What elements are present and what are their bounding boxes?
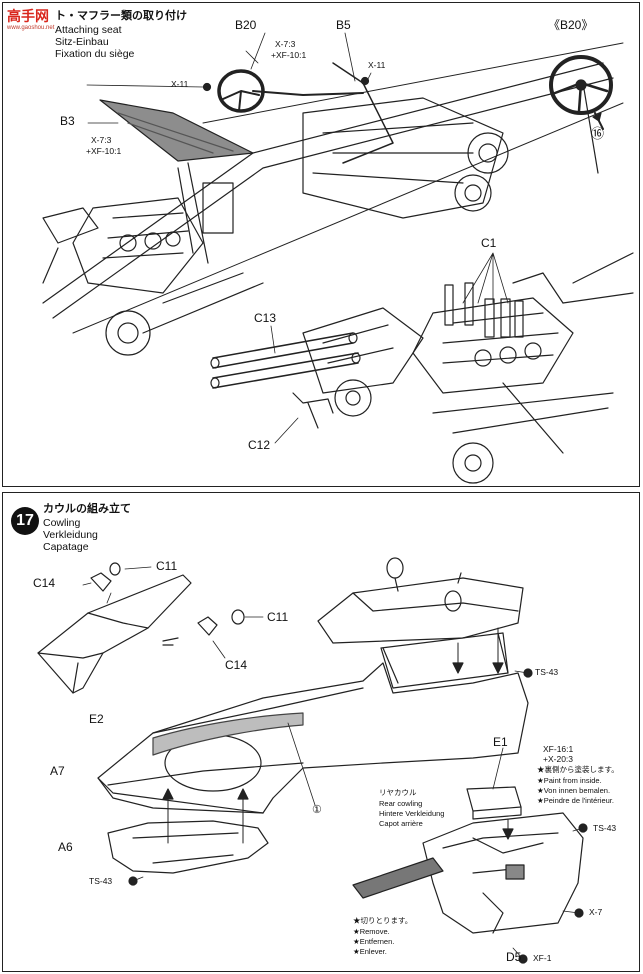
paint-label-ts43-c: TS-43 — [89, 876, 113, 886]
paint-mix-x7-b: X-7:3 — [91, 135, 112, 145]
paint-note-de: ★Von innen bemalen. — [537, 786, 611, 795]
part-label-c1: C1 — [481, 236, 497, 250]
step-17-illustration — [37, 557, 588, 964]
remove-note-fr: ★Enlever. — [353, 947, 387, 956]
step-16-panel: 高手网 www.gaoshou.net ト・マフラー類の取り付け Attachi… — [2, 2, 640, 487]
paint-mix-xf10-b: +XF-10:1 — [86, 146, 122, 156]
remove-note-de: ★Entfernen. — [353, 937, 395, 946]
rear-cowling-fr: Capot arrière — [379, 819, 423, 828]
remove-note-en: ★Remove. — [353, 927, 390, 936]
part-label-d5: D5 — [506, 950, 522, 964]
step-17-title-jp: カウルの組み立て — [43, 503, 131, 515]
screw-label-x11-b: X-11 — [368, 60, 386, 70]
step-17-title-en: Cowling — [43, 517, 81, 529]
part-label-e1: E1 — [493, 735, 508, 749]
watermark-logo: 高手网 — [7, 8, 49, 24]
watermark-url: www.gaoshou.net — [7, 25, 55, 31]
step-17-number-badge: 17 — [11, 507, 39, 535]
step-17-title-de: Verkleidung — [43, 529, 98, 541]
paint-mix-xf16: XF-16:1 — [543, 744, 574, 754]
step-ref-16: ⑯ — [591, 126, 605, 141]
detail-ref-b20: 《B20》 — [548, 18, 594, 32]
part-label-c14-a: C14 — [33, 576, 56, 590]
part-label-c13: C13 — [254, 311, 277, 325]
paint-label-x7: X-7 — [589, 907, 603, 917]
remove-note-jp: ★切りとります。 — [353, 916, 413, 925]
paint-mix-xf10-a: +XF-10:1 — [271, 50, 307, 60]
paint-label-ts43-a: TS-43 — [535, 667, 559, 677]
step-17-panel: 17 カウルの組み立て Cowling Verkleidung Capatage… — [2, 492, 640, 972]
paint-mix-x20: +X-20:3 — [543, 754, 574, 764]
rear-cowling-en: Rear cowling — [379, 799, 423, 808]
step-16-title-fr: Fixation du siège — [55, 48, 135, 60]
paint-mix-x7-a: X-7:3 — [275, 39, 296, 49]
part-label-c11-b: C11 — [267, 610, 289, 624]
step-16-illustration — [42, 32, 634, 484]
paint-note-fr: ★Peindre de l'intérieur. — [537, 796, 614, 805]
rear-cowling-de: Hintere Verkleidung — [379, 809, 445, 818]
part-label-c12: C12 — [248, 438, 271, 452]
paint-note-en: ★Paint from inside. — [537, 776, 602, 785]
part-label-e2: E2 — [89, 712, 104, 726]
step-17-title-fr: Capatage — [43, 541, 89, 553]
step-16-title-en: Attaching seat — [55, 24, 122, 36]
step-16-title-de: Sitz-Einbau — [55, 36, 109, 48]
part-label-c14-b: C14 — [225, 658, 248, 672]
part-label-b5: B5 — [336, 18, 351, 32]
step-16-title-jp: ト・マフラー類の取り付け — [55, 10, 187, 22]
part-label-c11-a: C11 — [156, 559, 178, 573]
part-label-a7: A7 — [50, 764, 65, 778]
part-label-b3: B3 — [60, 114, 75, 128]
paint-label-ts43-b: TS-43 — [593, 823, 617, 833]
screw-label-x11-a: X-11 — [171, 79, 189, 89]
paint-label-xf1: XF-1 — [533, 953, 552, 963]
rear-cowling-jp: リヤカウル — [379, 788, 417, 797]
part-label-b20: B20 — [235, 18, 257, 32]
part-label-a6: A6 — [58, 840, 73, 854]
ref-circle-1: ① — [312, 804, 322, 816]
paint-note-jp: ★裏側から塗装します。 — [537, 765, 619, 774]
